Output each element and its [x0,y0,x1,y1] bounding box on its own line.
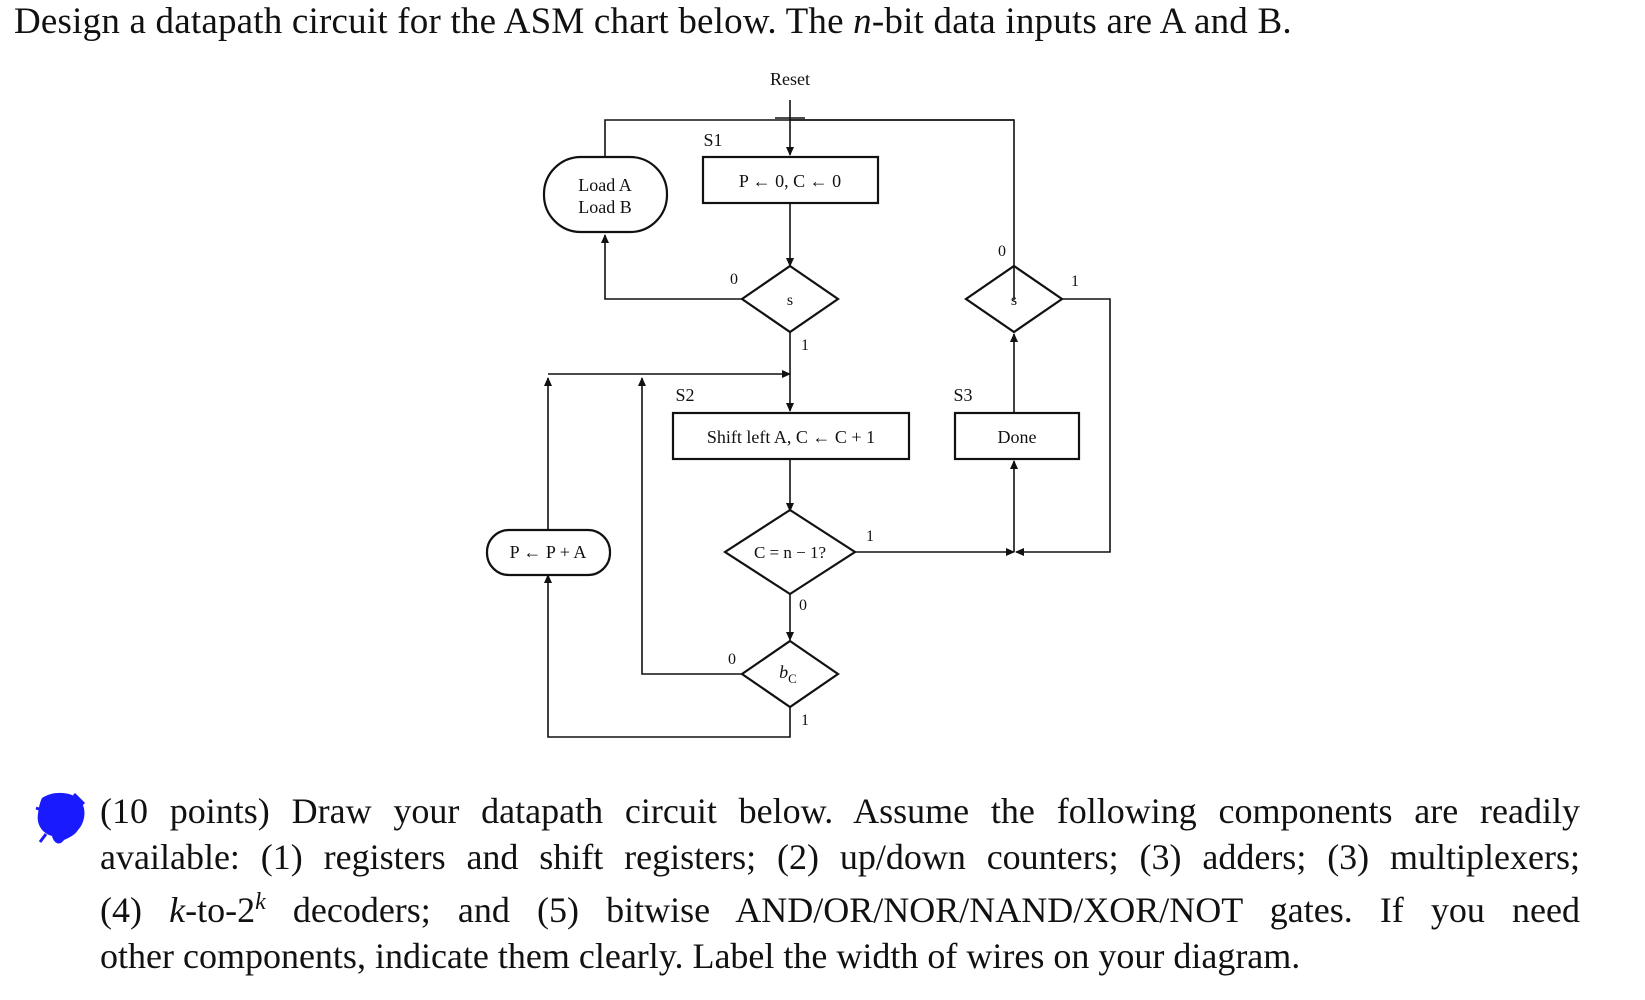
bit-one-path [544,574,791,738]
s1-action-text: P ← 0, C ← 0 [739,171,841,191]
decision-bit-subscript: C [788,671,797,686]
decision-bit-b: b [779,662,788,682]
decision-s1-zero-label: 0 [730,271,738,288]
question-line-1: (10 points) Draw your datapath circuit b… [100,791,1580,831]
state-s3-label: S3 [953,385,972,405]
decision-s1-text: s [787,292,793,309]
s2-action-box [671,411,911,461]
heading-text: Design a datapath circuit for the ASM ch… [14,1,854,42]
heading-text-end: -bit data inputs are A and B. [871,1,1292,42]
decision-count-text: C = n − 1? [754,543,826,562]
decision-s3-one-path [1015,298,1111,556]
problem-heading: Design a datapath circuit for the ASM ch… [14,0,1292,43]
line3-post: decoders; and (5) bitwise AND/OR/NOR/NAN… [265,890,1581,930]
reset-label: Reset [770,69,810,89]
question-line-2: available: (1) registers and shift regis… [100,836,1580,877]
done-text: Done [998,427,1037,447]
question-text: (10 points) Draw your datapath circuit b… [100,789,1580,979]
load-output-oval [542,155,669,234]
decision-s1-zero-path [601,234,742,300]
decision-s3-one-label: 1 [1071,273,1079,290]
load-b-text: Load B [578,197,632,217]
bit-one-label: 1 [801,712,809,729]
count-one-label: 1 [866,528,874,545]
return-line-top [604,119,1015,300]
state-s1-label: S1 [703,130,722,150]
decision-s3-diamond [964,264,1064,334]
decision-s3-text: s [1011,292,1017,309]
bit-zero-path [638,377,742,675]
line3-pre: (4) [100,890,170,930]
add-action-text: P ← P + A [510,542,587,562]
superscript-k: k [255,889,266,915]
heading-variable-n: n [853,1,872,42]
line3-mid: -to-2 [185,890,256,930]
bit-zero-label: 0 [728,651,736,668]
decision-s1-one-label: 1 [801,337,809,354]
question-line-4: other components, indicate them clearly.… [100,935,1301,976]
s3-done-box [953,411,1081,461]
variable-k: k [169,890,186,930]
count-zero-label: 0 [799,597,807,614]
decision-bit-text: bC [779,662,797,686]
s2-action-text: Shift left A, C ← C + 1 [707,427,875,447]
question-line-3: (4) k-to-2k decoders; and (5) bitwise AN… [100,880,1580,934]
scribble-bullet-icon [35,792,86,844]
load-a-text: Load A [578,175,632,195]
decision-s3-zero-label: 0 [998,243,1006,260]
state-s2-label: S2 [675,385,694,405]
